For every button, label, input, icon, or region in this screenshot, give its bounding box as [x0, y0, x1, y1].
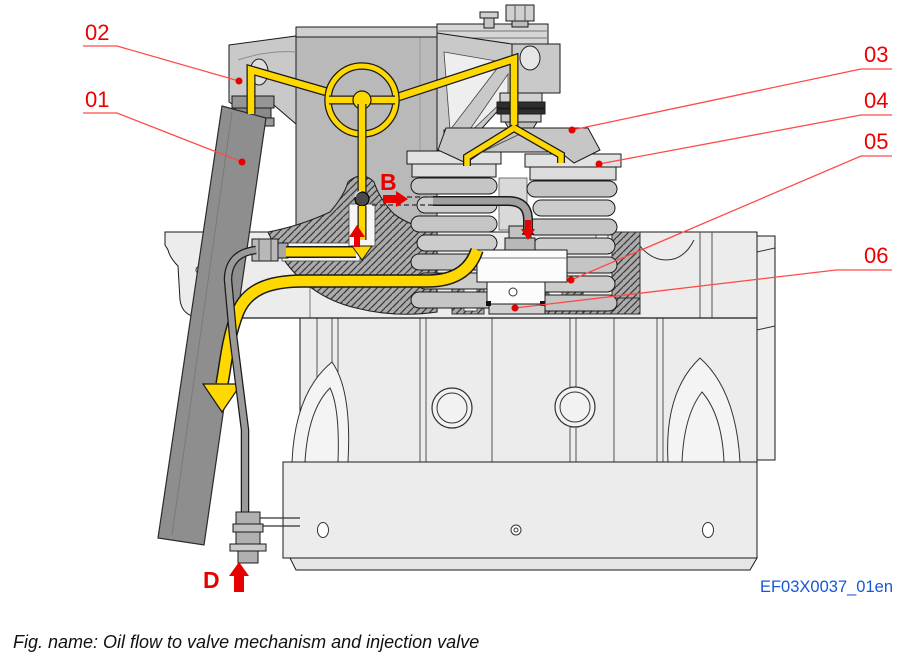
oil-line-bridge — [464, 125, 564, 166]
leader-02 — [83, 45, 240, 82]
bottom-flange — [282, 461, 758, 559]
block-gusset-left — [291, 361, 350, 463]
oil-flow-paths — [201, 52, 565, 414]
oil-line-left-rocker — [247, 65, 328, 114]
block-right-strip — [756, 235, 776, 461]
oil-line-right-rocker — [393, 54, 518, 130]
flange-hole-left — [317, 522, 329, 538]
flow-arrow-d-icon — [229, 562, 249, 592]
valve-bridge-assembly — [437, 92, 601, 164]
flow-arrow-pushrod-icon — [349, 225, 365, 247]
flange-hole-center — [510, 524, 522, 536]
flow-marker-d: D — [203, 567, 220, 593]
figure-code: EF03X0037_01en — [760, 578, 893, 596]
small-bolt — [483, 16, 495, 29]
leader-05 — [570, 155, 892, 281]
callout-leaders — [83, 45, 892, 309]
callout-label-05: 05 — [864, 129, 888, 154]
leader-03 — [571, 68, 892, 131]
flow-arrow-pipe-end-icon — [521, 220, 535, 240]
block-gusset-right — [667, 357, 741, 463]
supply-pipe-union-nut — [237, 550, 259, 564]
oil-supply-pipe-d — [223, 245, 300, 564]
adjusting-screw — [499, 92, 543, 103]
flow-marker-b: B — [380, 169, 397, 195]
callout-label-06: 06 — [864, 243, 888, 268]
core-plug-left — [431, 387, 473, 429]
oil-drain-duct — [157, 95, 275, 546]
leader-01 — [83, 112, 243, 163]
clamp-hex-bolt — [505, 4, 535, 22]
figure-caption: Fig. name: Oil flow to valve mechanism a… — [13, 632, 480, 652]
flange-hole-right — [702, 522, 714, 538]
core-plug-right — [554, 386, 596, 428]
callout-label-03: 03 — [864, 42, 888, 67]
callout-label-02: 02 — [85, 20, 109, 45]
injection-valve-holder — [476, 249, 568, 283]
rocker-right-bore — [519, 45, 541, 71]
leader-06 — [514, 269, 892, 309]
oil-drain-arrow-icon — [201, 383, 243, 414]
flow-arrow-b-icon — [383, 191, 408, 207]
leader-04 — [598, 114, 892, 165]
supply-pipe — [224, 247, 257, 512]
fuel-pipe-b — [372, 196, 534, 235]
oil-drain-pipe — [216, 248, 483, 385]
callout-dots — [235, 77, 603, 312]
callout-label-04: 04 — [864, 88, 888, 113]
fuel-pipe — [433, 197, 532, 234]
callout-label-01: 01 — [85, 87, 109, 112]
